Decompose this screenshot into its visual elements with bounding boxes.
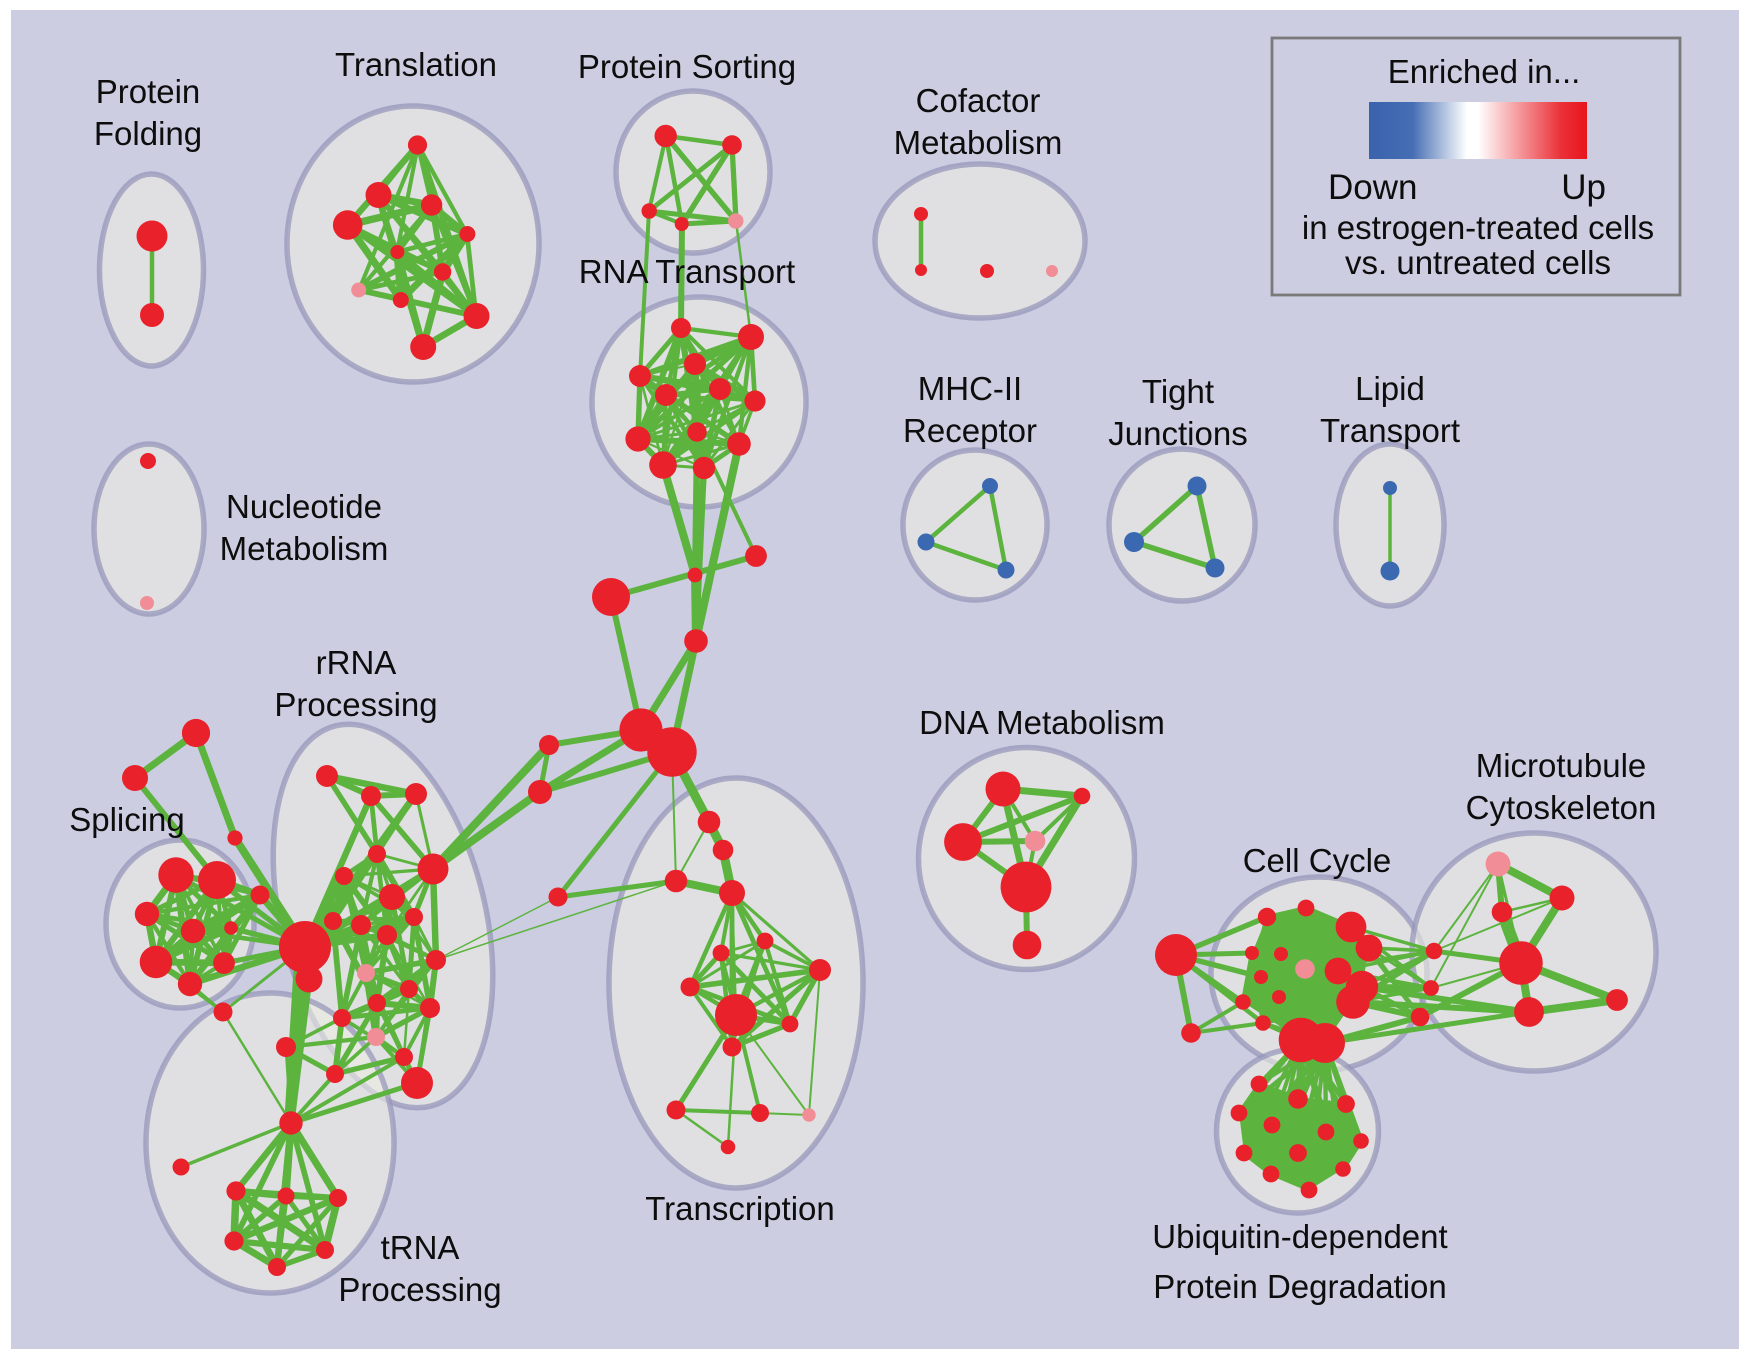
svg-text:vs. untreated cells: vs. untreated cells <box>1345 244 1611 281</box>
svg-text:Protein: Protein <box>96 73 201 110</box>
svg-text:Metabolism: Metabolism <box>220 530 389 567</box>
svg-text:Processing: Processing <box>274 686 437 723</box>
svg-text:Ubiquitin-dependent: Ubiquitin-dependent <box>1152 1218 1447 1255</box>
svg-text:Junctions: Junctions <box>1108 415 1247 452</box>
svg-text:Cytoskeleton: Cytoskeleton <box>1466 789 1657 826</box>
svg-text:Processing: Processing <box>338 1271 501 1308</box>
svg-text:Translation: Translation <box>335 46 497 83</box>
svg-text:Folding: Folding <box>94 115 202 152</box>
svg-text:Metabolism: Metabolism <box>894 124 1063 161</box>
svg-text:Enriched in...: Enriched in... <box>1388 53 1581 90</box>
svg-text:Down: Down <box>1328 168 1417 207</box>
svg-text:Nucleotide: Nucleotide <box>226 488 382 525</box>
svg-text:Transport: Transport <box>1320 412 1460 449</box>
svg-text:Cell Cycle: Cell Cycle <box>1243 842 1392 879</box>
svg-text:Microtubule: Microtubule <box>1476 747 1647 784</box>
svg-text:Up: Up <box>1561 168 1606 207</box>
svg-text:RNA Transport: RNA Transport <box>579 253 795 290</box>
svg-text:Tight: Tight <box>1142 373 1214 410</box>
svg-text:DNA Metabolism: DNA Metabolism <box>919 704 1165 741</box>
svg-text:Receptor: Receptor <box>903 412 1037 449</box>
svg-text:in estrogen-treated cells: in estrogen-treated cells <box>1302 209 1654 246</box>
svg-text:Protein Degradation: Protein Degradation <box>1153 1268 1447 1305</box>
svg-text:Transcription: Transcription <box>645 1190 835 1227</box>
svg-text:Splicing: Splicing <box>69 801 185 838</box>
svg-text:tRNA: tRNA <box>381 1229 460 1266</box>
svg-text:MHC-II: MHC-II <box>918 370 1022 407</box>
svg-text:rRNA: rRNA <box>316 644 397 681</box>
svg-text:Protein Sorting: Protein Sorting <box>578 48 796 85</box>
svg-text:Lipid: Lipid <box>1355 370 1425 407</box>
svg-text:Cofactor: Cofactor <box>916 82 1041 119</box>
